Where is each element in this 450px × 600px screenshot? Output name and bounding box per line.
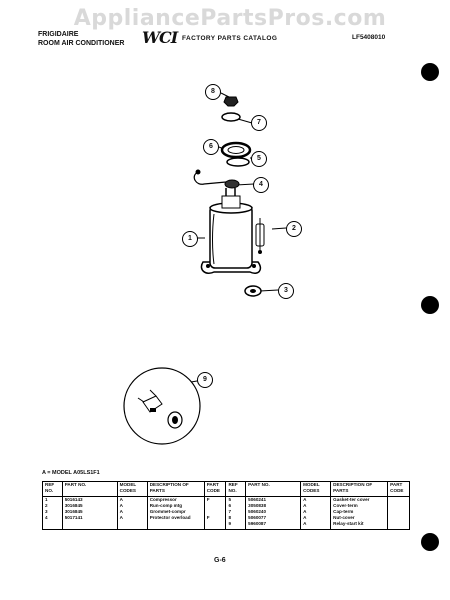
cell-part: 5960087 xyxy=(245,521,302,530)
header-code: PART CODE xyxy=(203,481,227,497)
brand-name: FRIGIDAIRE xyxy=(38,31,79,38)
cell-code xyxy=(387,521,410,530)
cell-model: A xyxy=(300,509,332,515)
terminal-cover-part xyxy=(220,141,252,159)
leader-2 xyxy=(271,227,287,230)
cell-model: A xyxy=(300,515,332,521)
callout-1: 1 xyxy=(182,231,198,247)
header-part: PART NO. xyxy=(61,481,118,497)
header-model: MODEL CODES xyxy=(116,481,148,497)
wci-logo: WCI xyxy=(142,28,178,47)
header-desc: DESCRIPTION OF PARTS xyxy=(146,481,205,497)
cell-desc: Cap-term xyxy=(330,509,389,515)
cell-part xyxy=(61,521,118,530)
cell-code xyxy=(387,496,410,503)
header-part-right: PART NO. xyxy=(245,481,302,497)
product-name: ROOM AIR CONDITIONER xyxy=(38,40,125,47)
terminal-cap-part xyxy=(221,112,241,122)
header-left: FRIGIDAIRE ROOM AIR CONDITIONER xyxy=(38,30,124,48)
cell-code xyxy=(203,521,227,530)
callout-3: 3 xyxy=(278,283,294,299)
cell-model xyxy=(116,521,148,530)
table-row: 1 5016143 A Compressor F 5 5060241 A Gas… xyxy=(42,496,410,503)
binder-hole-middle xyxy=(421,296,439,314)
gasket-part xyxy=(226,157,250,167)
cell-model: A xyxy=(300,496,332,503)
mounting-part xyxy=(255,218,265,254)
callout-8: 8 xyxy=(205,84,221,100)
cell-ref: 9 xyxy=(225,521,247,530)
header-code-right: PART CODE xyxy=(387,481,410,497)
table-header-row: REF NO. PART NO. MODEL CODES DESCRIPTION… xyxy=(42,481,410,497)
cell-desc: Gasket-ter cover xyxy=(330,496,389,503)
overload-protector-part xyxy=(193,169,240,189)
nut-cover-part xyxy=(223,96,239,107)
cell-model: A xyxy=(300,521,332,530)
header-ref: REF NO. xyxy=(42,481,63,497)
table-row: 4 5017141 A Protector overload F 8 50600… xyxy=(42,515,410,521)
catalog-title: FACTORY PARTS CATALOG xyxy=(182,35,278,42)
callout-6: 6 xyxy=(203,139,219,155)
cell-desc: Grommet-compr xyxy=(146,509,205,515)
cell-model: A xyxy=(300,503,332,509)
cell-model: A xyxy=(116,503,148,509)
cell-desc: Cover-term xyxy=(330,503,389,509)
cell-code xyxy=(387,509,410,515)
leader-3 xyxy=(259,289,279,292)
watermark: AppliancePartsPros.com xyxy=(73,6,387,31)
relay-start-kit-detail xyxy=(123,367,201,445)
callout-4: 4 xyxy=(253,177,269,193)
binder-hole-top xyxy=(421,63,439,81)
cell-code: F xyxy=(203,515,227,521)
cell-code xyxy=(203,503,227,509)
cell-code xyxy=(387,503,410,509)
cell-desc xyxy=(146,521,205,530)
cell-code: F xyxy=(203,496,227,503)
table-row: 9 5960087 A Relay-start kit xyxy=(42,521,410,530)
cell-desc: Compressor xyxy=(146,496,205,503)
callout-5: 5 xyxy=(251,151,267,167)
table-row: 2 3016845 A Run-comp mtg 6 3050838 A Cov… xyxy=(42,503,410,509)
grommet-part xyxy=(244,285,262,297)
header-ref-right: REF NO. xyxy=(225,481,247,497)
callout-9: 9 xyxy=(197,372,213,388)
cell-code xyxy=(387,515,410,521)
header-model-right: MODEL CODES xyxy=(300,481,332,497)
cell-desc: Relay-start kit xyxy=(330,521,389,530)
callout-7: 7 xyxy=(251,115,267,131)
cell-ref xyxy=(42,521,63,530)
cell-desc: Protector overload xyxy=(146,515,205,521)
cell-desc: Run-comp mtg xyxy=(146,503,205,509)
cell-model: A xyxy=(116,515,148,521)
catalog-number: LF5408010 xyxy=(352,34,386,41)
binder-hole-bottom xyxy=(421,533,439,551)
cell-code xyxy=(203,509,227,515)
compressor-part xyxy=(200,188,262,274)
table-row: 3 3016845 A Grommet-compr 7 5060240 A Ca… xyxy=(42,509,410,515)
parts-table: REF NO. PART NO. MODEL CODES DESCRIPTION… xyxy=(42,481,410,530)
cell-model: A xyxy=(116,496,148,503)
page-number: G-6 xyxy=(214,557,226,564)
cell-desc: Nut-cover xyxy=(330,515,389,521)
cell-model: A xyxy=(116,509,148,515)
header-desc-right: DESCRIPTION OF PARTS xyxy=(330,481,389,497)
model-note: A = MODEL A05LS1F1 xyxy=(42,470,100,476)
callout-2: 2 xyxy=(286,221,302,237)
